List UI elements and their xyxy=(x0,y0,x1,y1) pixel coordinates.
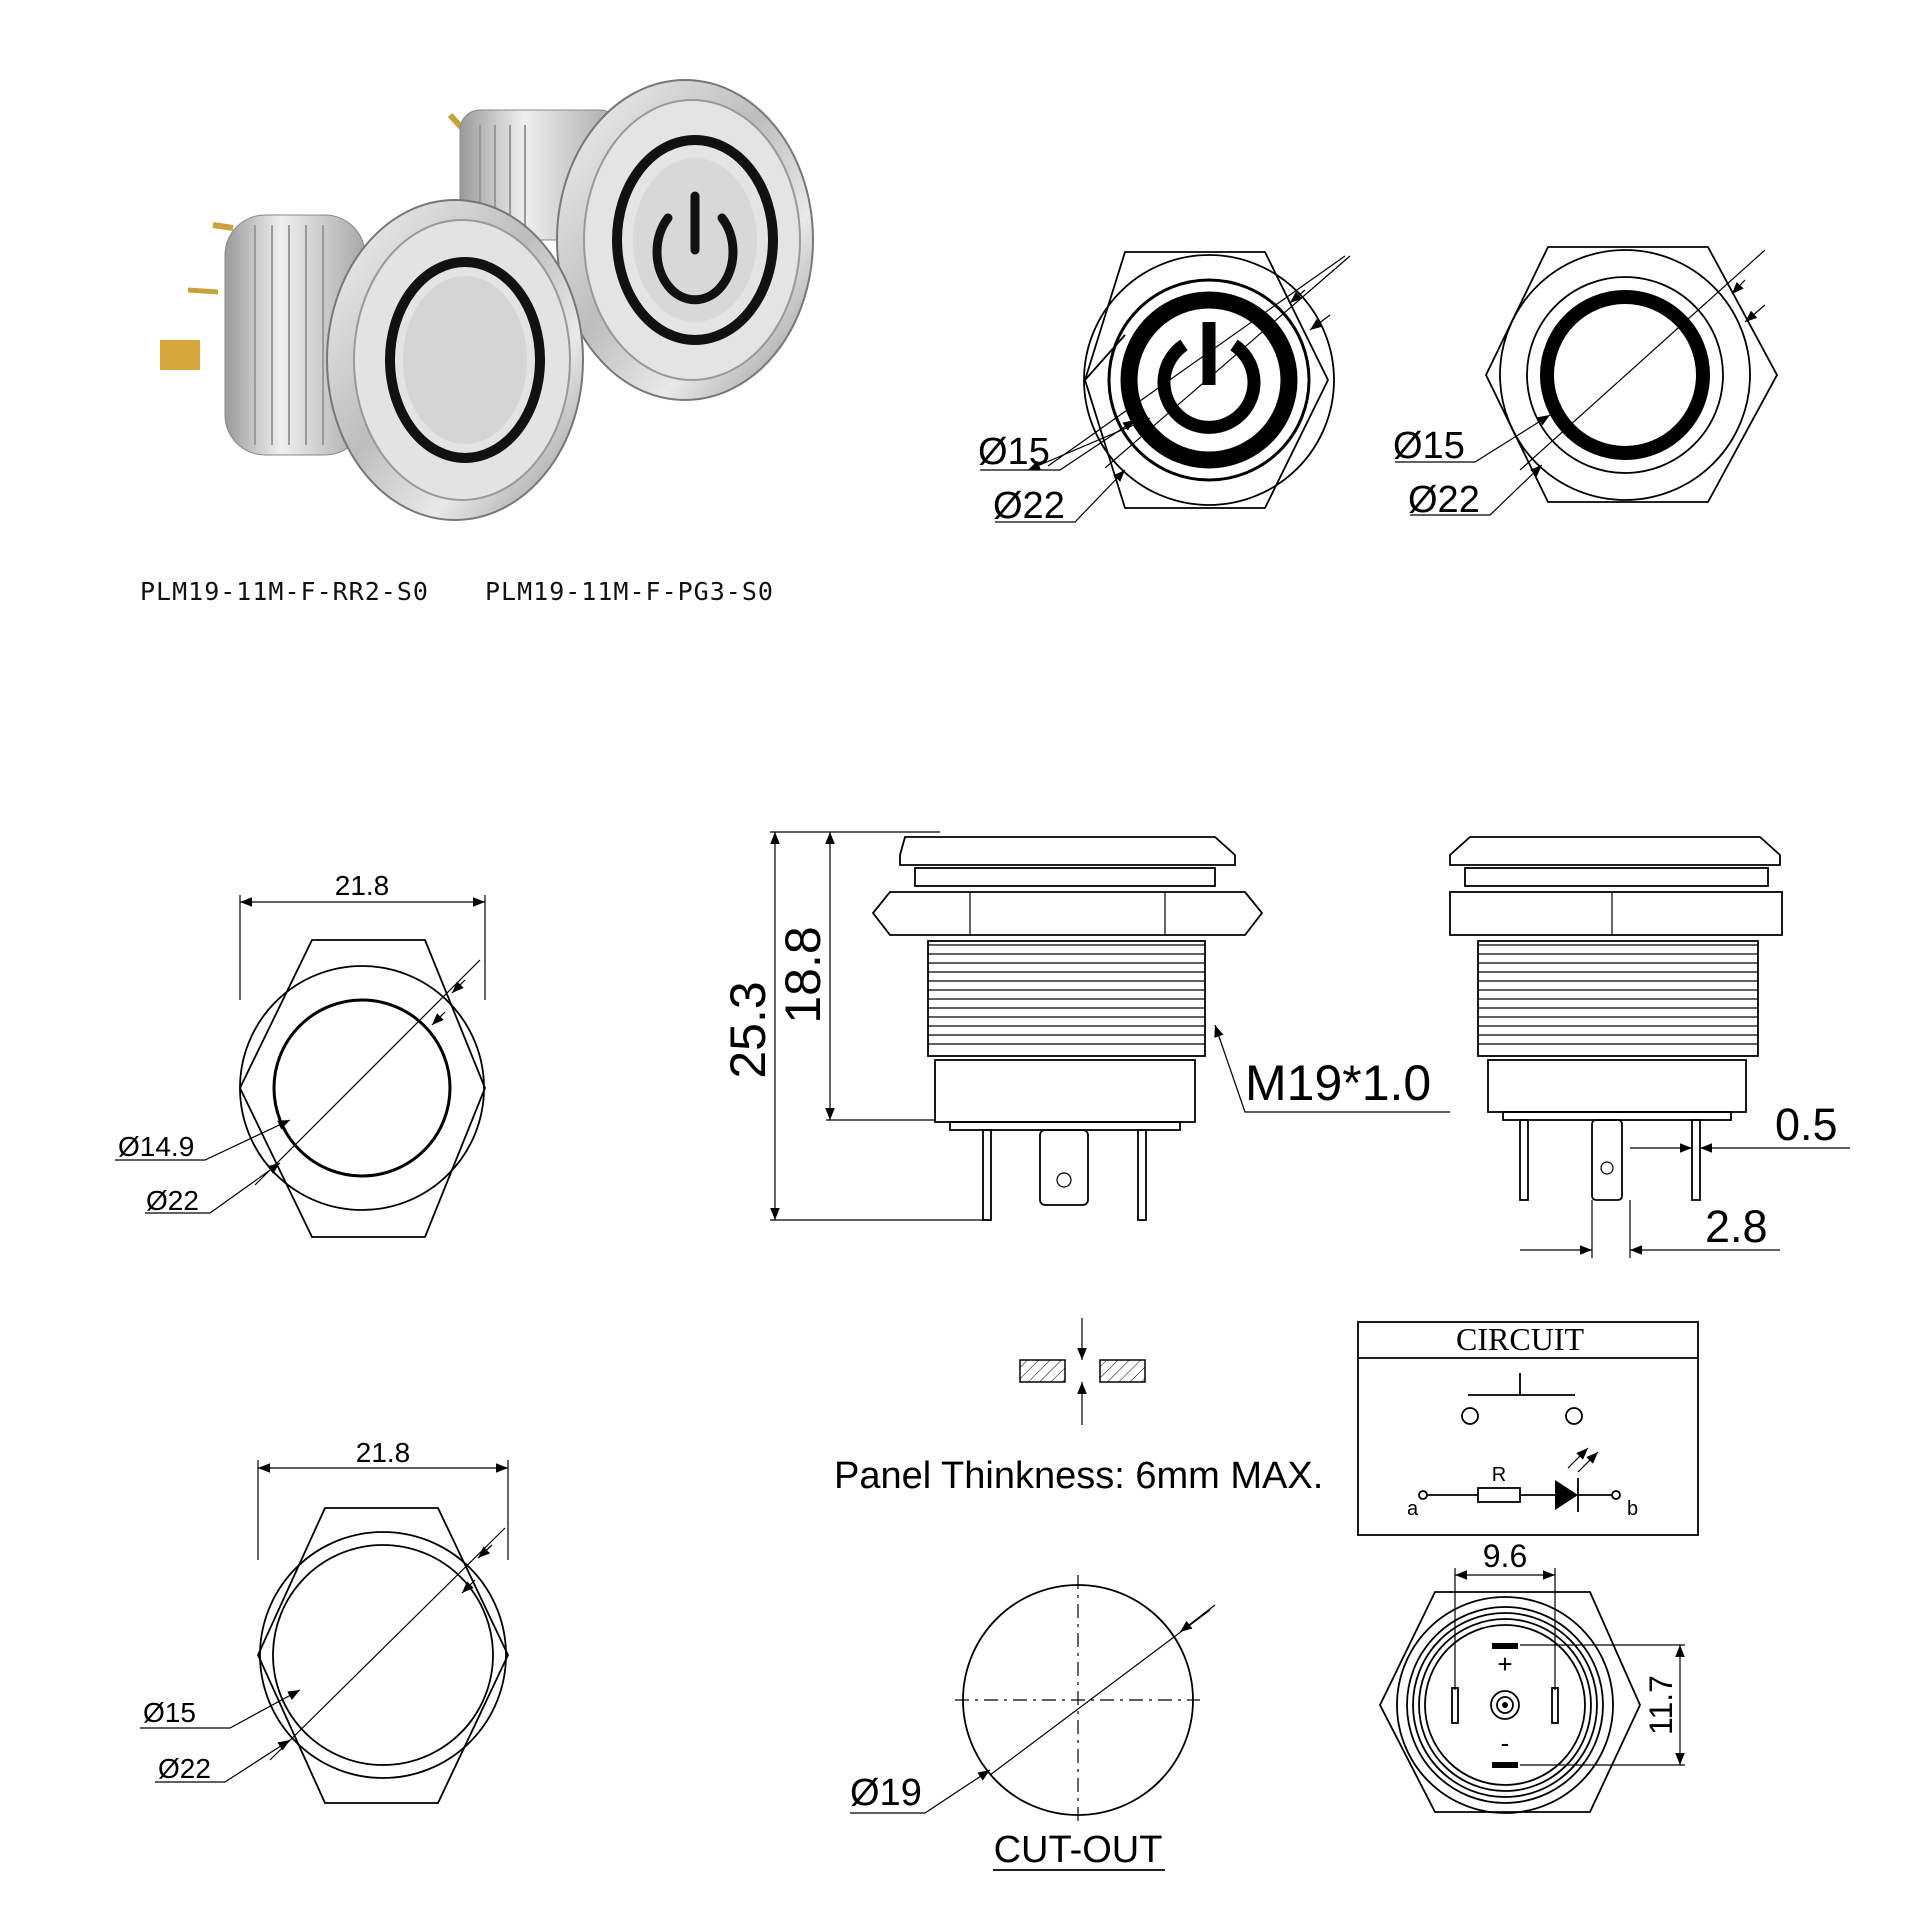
front1-width: 21.8 xyxy=(335,870,390,901)
product-code-1: PLM19-11M-F-RR2-S0 xyxy=(140,577,429,606)
circuit-diagram: CIRCUIT R a b xyxy=(1357,1321,1699,1536)
front-view-2: 21.8 Ø15 Ø22 xyxy=(140,1437,509,1804)
thread-lines-2 xyxy=(1477,940,1759,1057)
thread-lines xyxy=(927,940,1206,1057)
front-view-1: 21.8 Ø14.9 Ø22 xyxy=(115,870,486,1238)
thread-body xyxy=(927,940,1206,1057)
power-outer-diameter: Ø22 xyxy=(993,485,1065,527)
side-body-height: 18.8 xyxy=(775,926,831,1023)
side-total-height: 25.3 xyxy=(720,981,776,1078)
product-photo-power xyxy=(447,79,814,401)
pin-span: 11.7 xyxy=(1643,1675,1679,1735)
ring-inner-diameter: Ø15 xyxy=(1393,425,1465,467)
front2-width: 21.8 xyxy=(356,1437,411,1468)
terminal-a: a xyxy=(1407,1498,1419,1520)
cutout-label: CUT-OUT xyxy=(994,1829,1163,1871)
side-view-1: 25.3 18.8 M19*1.0 xyxy=(720,831,1450,1221)
front2-outer-diameter: Ø22 xyxy=(158,1753,211,1784)
product-code-2: PLM19-11M-F-PG3-S0 xyxy=(485,577,774,606)
terminal-b: b xyxy=(1627,1498,1638,1520)
top-view-power: Ø15 Ø22 xyxy=(978,251,1351,527)
power-inner-diameter: Ø15 xyxy=(978,431,1050,473)
ring-outer-diameter: Ø22 xyxy=(1408,479,1480,521)
circuit-title: CIRCUIT xyxy=(1456,1321,1584,1357)
panel-section: Panel Thinkness: 6mm MAX. xyxy=(834,1318,1323,1497)
minus-terminal: - xyxy=(1501,1728,1510,1758)
thread-spec: M19*1.0 xyxy=(1245,1055,1431,1111)
front2-inner-diameter: Ø15 xyxy=(143,1697,196,1728)
front1-inner-diameter: Ø14.9 xyxy=(118,1131,194,1162)
pin-thickness: 0.5 xyxy=(1775,1099,1838,1150)
resistor-label: R xyxy=(1492,1464,1506,1486)
pin-spacing: 9.6 xyxy=(1483,1538,1527,1574)
top-view-ring: Ø15 Ø22 xyxy=(1393,246,1779,521)
product-photo-ring xyxy=(160,199,584,521)
pin-width: 2.8 xyxy=(1705,1201,1768,1252)
panel-thickness-note: Panel Thinkness: 6mm MAX. xyxy=(834,1455,1323,1497)
thread-body xyxy=(1477,940,1759,1057)
cutout-diameter: Ø19 xyxy=(850,1772,922,1814)
side-view-2: 0.5 2.8 xyxy=(1449,836,1850,1258)
bottom-view: + - 9.6 11.7 xyxy=(1378,1538,1685,1814)
front1-outer-diameter: Ø22 xyxy=(146,1185,199,1216)
plus-terminal: + xyxy=(1497,1649,1512,1679)
cutout-view: Ø19 CUT-OUT xyxy=(850,1575,1216,1871)
